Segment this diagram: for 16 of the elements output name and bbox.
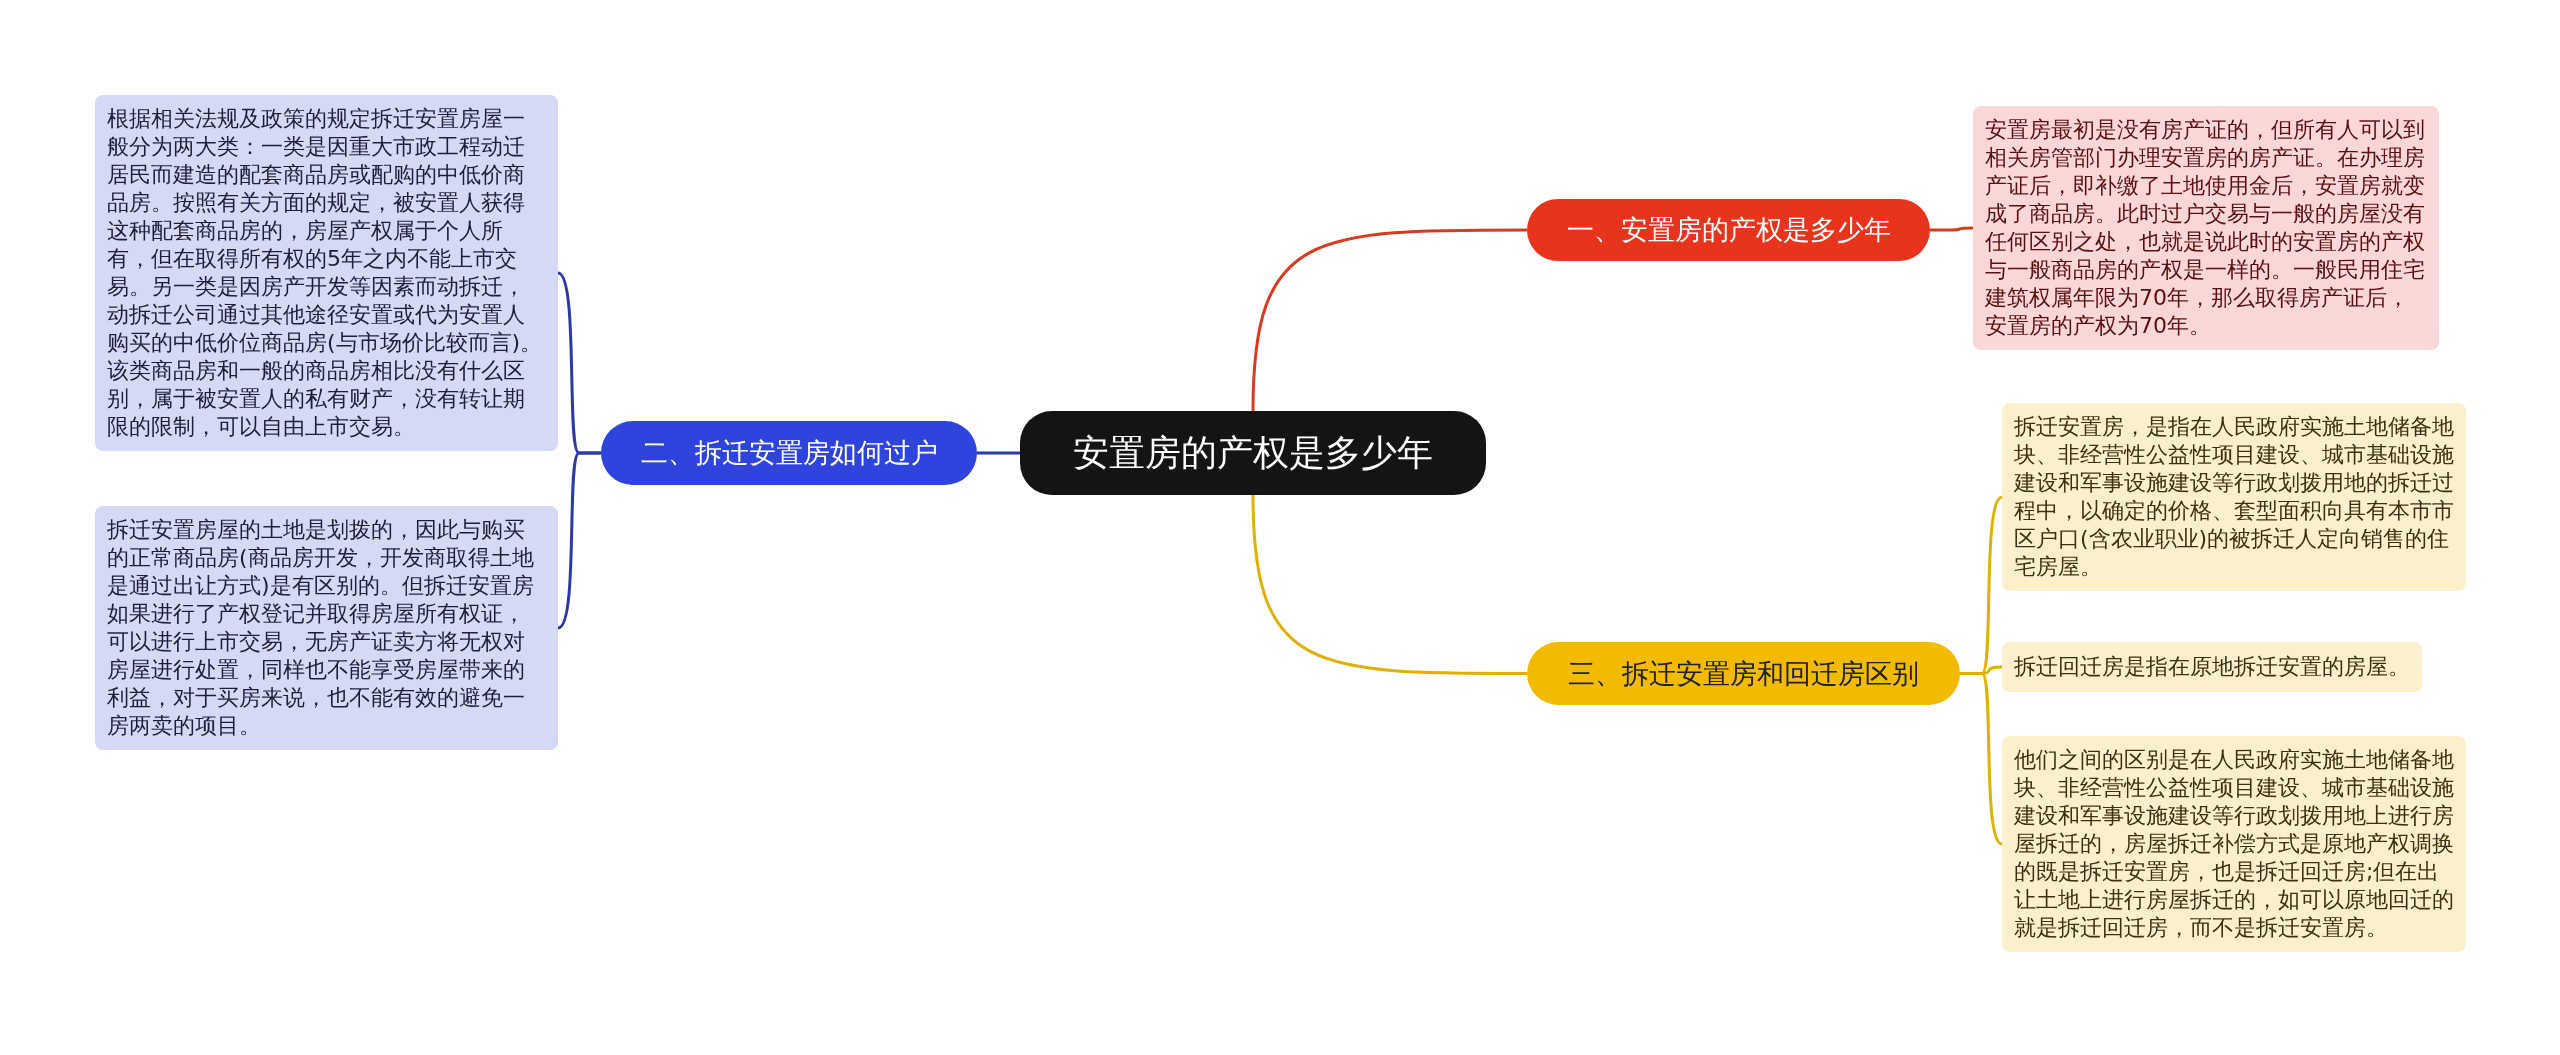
connector-line <box>1960 672 2003 846</box>
connector-line <box>1930 226 1973 232</box>
connector-line <box>977 451 1020 455</box>
connector-line <box>557 451 601 630</box>
note-box: 拆迁安置房屋的土地是划拨的，因此与购买的正常商品房(商品房开发，开发商取得土地是通过出让方式)是有区别的。但拆迁安置房如果进行了产权登记并取得房屋所有权证，可以进行上市交易，无房产证卖方将无权对房屋进行处置，同样也不能享受房屋带来的利益，对于买房来说，也不能有效的避免一房两卖的项目。 <box>95 506 558 750</box>
note-box: 拆迁回迁房是指在原地拆迁安置的房屋。 <box>2002 642 2422 692</box>
connector-line <box>1251 494 1527 675</box>
note-box: 他们之间的区别是在人民政府实施土地储备地块、非经营性公益性项目建设、城市基础设施建设和军事设施建设等行政划拨用地上进行房屋拆迁的，房屋拆迁补偿方式是原地产权调换的既是拆迁安置房，也是拆迁回迁房;但在出让土地上进行房屋拆迁的，如可以原地回迁的就是拆迁回迁房，而不是拆迁安置房。 <box>2002 736 2466 952</box>
note-box: 安置房最初是没有房产证的，但所有人可以到相关房管部门办理安置房的房产证。在办理房产证后，即补缴了土地使用金后，安置房就变成了商品房。此时过户交易与一般的房屋没有任何区别之处，也就是说此时的安置房的产权与一般商品房的产权是一样的。一般民用住宅建筑权属年限为70年，那么取得房产证后，安置房的产权为70年。 <box>1973 106 2439 350</box>
topic-box: 三、拆迁安置房和回迁房区别 <box>1527 642 1960 705</box>
note-box: 根据相关法规及政策的规定拆迁安置房屋一般分为两大类：一类是因重大市政工程动迁居民而建造的配套商品房或配购的中低价商品房。按照有关方面的规定，被安置人获得这种配套商品房的，房屋产权属于个人所有，但在取得所有权的5年之内不能上市交易。另一类是因房产开发等因素而动拆迁，动拆迁公司通过其他途径安置或代为安置人购买的中低价位商品房(与市场价比较而言)。该类商品房和一般的商品房相比没有什么区别，属于被安置人的私有财产，没有转让期限的限制，可以自由上市交易。 <box>95 95 558 451</box>
note-box: 拆迁安置房，是指在人民政府实施土地储备地块、非经营性公益性项目建设、城市基础设施建设和军事设施建设等行政划拨用地的拆迁过程中，以确定的价格、套型面积向具有本市市区户口(含农业职业)的被拆迁人定向销售的住宅房屋。 <box>2002 403 2466 591</box>
central-topic: 安置房的产权是多少年 <box>1020 411 1486 495</box>
connector-line <box>1251 228 1527 412</box>
topic-box: 一、安置房的产权是多少年 <box>1527 199 1930 261</box>
topic-box: 二、拆迁安置房如何过户 <box>601 421 977 485</box>
